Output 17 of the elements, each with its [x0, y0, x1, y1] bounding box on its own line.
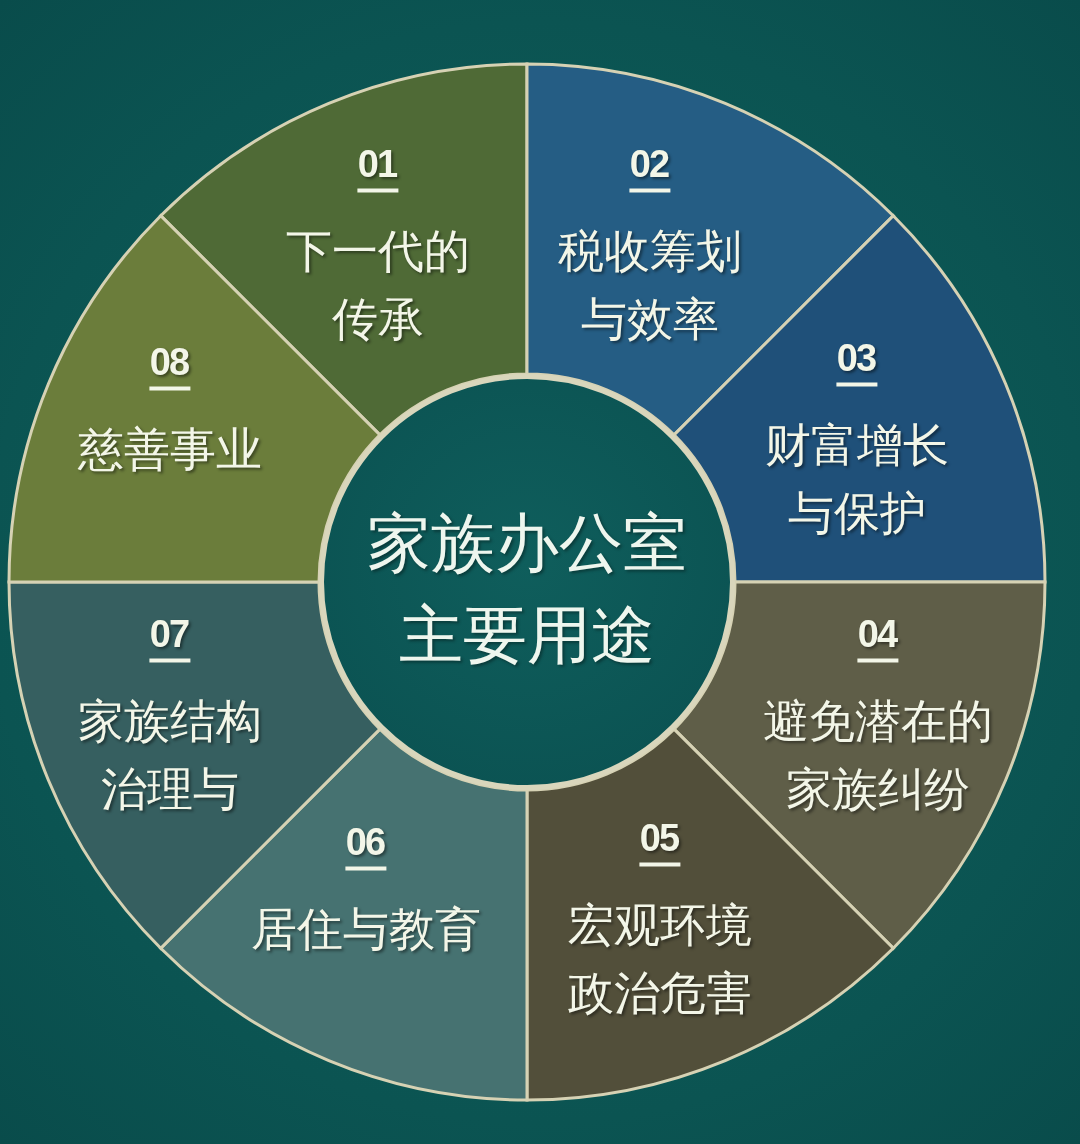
segment-label: 下一代的传承 [285, 222, 471, 348]
segment-number: 04 [857, 613, 899, 663]
segment-number: 08 [149, 341, 191, 391]
segment-label: 宏观环境政治危害 [567, 896, 753, 1022]
segment-label: 税收筹划与效率 [557, 222, 743, 348]
segment-number: 03 [836, 337, 878, 387]
center-title: 家族办公室主要用途 [366, 505, 688, 674]
segment-number: 06 [345, 821, 387, 871]
segment-number: 07 [149, 613, 191, 663]
segment-number: 05 [639, 817, 681, 867]
segment-label: 避免潜在的家族纠纷 [762, 692, 994, 818]
segment-label: 慈善事业 [77, 420, 263, 478]
segment-number: 01 [357, 143, 399, 193]
segment-label: 家族结构治理与 [77, 692, 263, 818]
segment-label: 居住与教育 [250, 900, 482, 958]
segment-number: 02 [629, 143, 671, 193]
segment-label: 财富增长与保护 [764, 416, 950, 542]
